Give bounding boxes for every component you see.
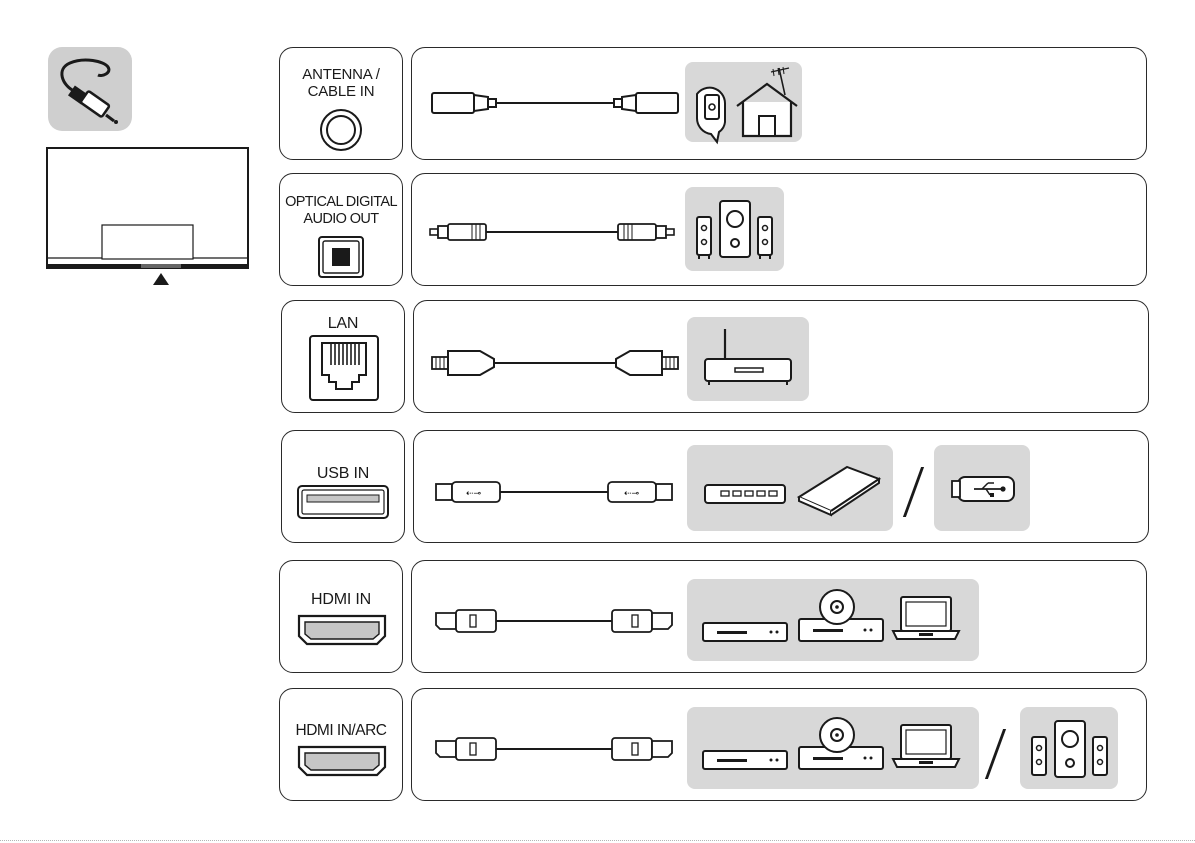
coax-port-icon bbox=[319, 108, 363, 152]
port-box-hdmi: HDMI IN bbox=[279, 560, 403, 673]
svg-text:⇠⊸: ⇠⊸ bbox=[624, 489, 639, 499]
port-label-hdmi: HDMI IN bbox=[280, 591, 402, 608]
or-separator-arc bbox=[985, 729, 1006, 779]
optical-cable-icon bbox=[428, 220, 678, 244]
device-panel-optical bbox=[685, 187, 784, 271]
antenna-house-icon bbox=[685, 62, 802, 142]
port-box-antenna: ANTENNA / CABLE IN bbox=[279, 47, 403, 160]
usb-flash-drive-icon bbox=[934, 445, 1030, 531]
connection-box-antenna bbox=[411, 47, 1147, 160]
device-panel-usb-storage bbox=[687, 445, 893, 531]
port-box-hdmi-arc: HDMI IN/ARC bbox=[279, 688, 403, 801]
port-box-usb: USB IN bbox=[281, 430, 405, 543]
svg-text:⇠⊸: ⇠⊸ bbox=[466, 489, 481, 499]
optical-port-icon bbox=[318, 236, 364, 278]
port-label-antenna: ANTENNA / CABLE IN bbox=[280, 66, 402, 100]
hdmi-arc-port-icon bbox=[297, 745, 387, 777]
router-icon bbox=[687, 317, 809, 401]
connection-box-usb: ⇠⊸ ⇠⊸ bbox=[413, 430, 1149, 543]
port-label-optical: OPTICAL DIGITAL AUDIO OUT bbox=[280, 194, 402, 228]
device-panel-hdmi-arc-speakers bbox=[1020, 707, 1118, 789]
hdmi-port-icon bbox=[297, 614, 387, 646]
speaker-system-icon bbox=[685, 187, 784, 271]
device-panel-usb-flash bbox=[934, 445, 1030, 531]
device-panel-hdmi bbox=[687, 579, 979, 661]
usb-port-icon bbox=[297, 485, 389, 519]
connection-box-hdmi-arc bbox=[411, 688, 1147, 801]
device-panel-hdmi-arc-sources bbox=[687, 707, 979, 789]
av-sources-icon bbox=[687, 579, 979, 661]
usb-cable-icon: ⇠⊸ ⇠⊸ bbox=[434, 479, 674, 505]
ethernet-cable-icon bbox=[430, 349, 680, 377]
cable-plug-icon bbox=[48, 47, 132, 131]
connection-box-lan bbox=[413, 300, 1149, 413]
port-label-hdmi-arc: HDMI IN/ARC bbox=[280, 722, 402, 739]
connection-box-optical bbox=[411, 173, 1147, 286]
or-separator-usb bbox=[903, 467, 924, 517]
hdmi-cable-icon bbox=[434, 608, 674, 634]
page-edge-dots bbox=[0, 839, 1195, 841]
usb-hub-and-hdd-icon bbox=[687, 445, 893, 531]
device-panel-antenna bbox=[685, 62, 802, 142]
lan-port-icon bbox=[309, 335, 379, 401]
port-box-lan: LAN bbox=[281, 300, 405, 413]
av-sources-arc-icon bbox=[687, 707, 979, 789]
port-box-optical: OPTICAL DIGITAL AUDIO OUT bbox=[279, 173, 403, 286]
tv-rear-diagram bbox=[46, 147, 250, 287]
port-label-usb: USB IN bbox=[282, 465, 404, 482]
port-location-arrow bbox=[153, 273, 169, 285]
soundbar-speakers-icon bbox=[1020, 707, 1118, 789]
port-label-lan: LAN bbox=[282, 315, 404, 332]
device-panel-lan bbox=[687, 317, 809, 401]
connection-box-hdmi bbox=[411, 560, 1147, 673]
hdmi-arc-cable-icon bbox=[434, 736, 674, 762]
coaxial-cable-icon bbox=[430, 88, 680, 118]
